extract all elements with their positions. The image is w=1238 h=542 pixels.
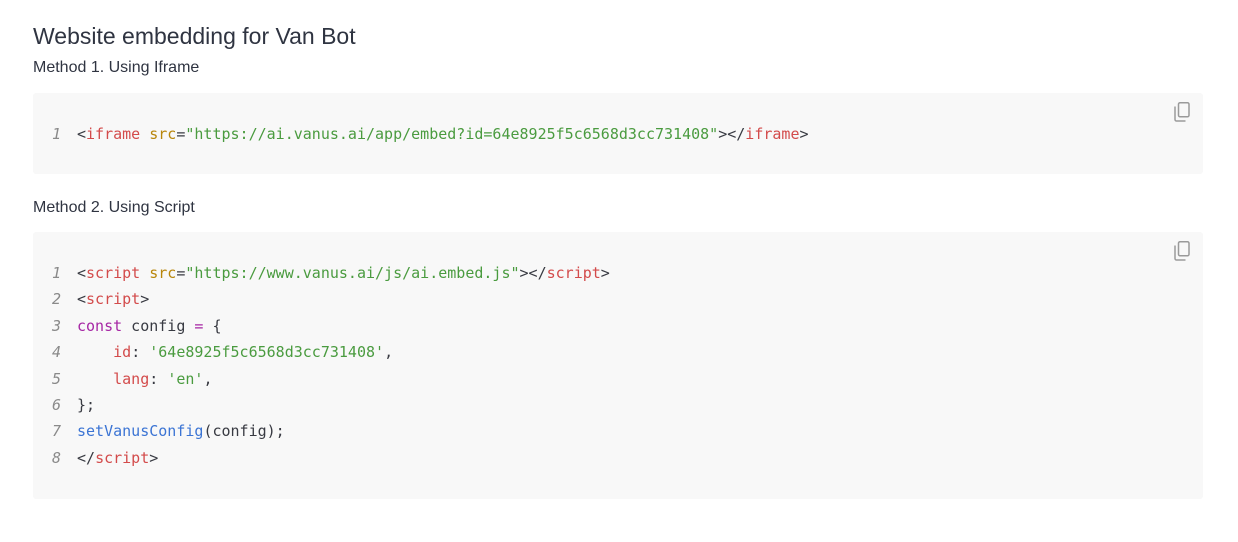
code-token: ></ [718, 125, 746, 143]
code-token: id [113, 343, 132, 362]
line-number: 2 [51, 290, 61, 309]
code-token: < [77, 264, 87, 282]
code-text: <script> [77, 286, 149, 312]
code-token: 'en' [167, 369, 204, 388]
code-token: < [77, 290, 87, 309]
code-token [140, 264, 149, 282]
code-token: setVanusConfig [77, 422, 204, 441]
code-token: , [203, 369, 213, 388]
code-text: <script src="https://www.vanus.ai/js/ai.… [77, 260, 610, 286]
code-line: 1<iframe src="https://ai.vanus.ai/app/em… [33, 121, 809, 147]
code-token: "https://ai.vanus.ai/app/embed?id=64e892… [185, 125, 719, 143]
code-token: { [203, 316, 222, 335]
code-token: script [95, 448, 150, 467]
code-token [77, 370, 113, 388]
code-text: lang: 'en', [77, 366, 212, 392]
page-title: Website embedding for Van Bot [33, 23, 356, 49]
code-text: <iframe src="https://ai.vanus.ai/app/emb… [77, 121, 809, 147]
code-token: </ [77, 448, 96, 467]
code-token: '64e8925f5c6568d3cc731408' [149, 343, 385, 362]
method-1-label: Method 1. Using Iframe [33, 59, 200, 76]
code-token: = [176, 125, 186, 143]
code-token: (config); [203, 422, 285, 441]
line-number: 1 [51, 264, 61, 282]
code-text: }; [77, 392, 95, 418]
code-token: : [131, 343, 150, 362]
copy-icon [1174, 241, 1190, 261]
copy-button-iframe[interactable] [1172, 101, 1192, 123]
code-line: 6}; [33, 392, 610, 418]
code-token: script [86, 264, 141, 282]
code-line: 3 const config = { [33, 313, 610, 339]
code-text: const config = { [77, 313, 222, 339]
code-line: 1<script src="https://www.vanus.ai/js/ai… [33, 260, 610, 286]
code-token: "https://www.vanus.ai/js/ai.embed.js" [185, 264, 520, 282]
code-line: 2 <script> [33, 286, 610, 312]
code-token [77, 343, 113, 361]
line-number: 4 [51, 343, 61, 362]
code-text: </script> [77, 445, 158, 471]
code-token: iframe [86, 125, 141, 143]
code-token: ></ [519, 264, 547, 282]
line-number: 6 [51, 395, 61, 414]
code-token: : [149, 369, 168, 388]
script-code-lines: 1<script src="https://www.vanus.ai/js/ai… [33, 260, 610, 471]
code-token: = [194, 316, 204, 335]
code-text: setVanusConfig(config); [77, 418, 285, 444]
code-text: id: '64e8925f5c6568d3cc731408', [77, 339, 393, 365]
line-number: 3 [51, 316, 61, 335]
code-token: > [600, 264, 610, 282]
script-code-block[interactable]: 1<script src="https://www.vanus.ai/js/ai… [33, 232, 1203, 499]
line-number: 1 [51, 125, 61, 143]
code-token: > [149, 448, 159, 467]
code-line: 5 lang: 'en', [33, 366, 610, 392]
code-token [140, 125, 149, 143]
code-token: src [149, 264, 177, 282]
code-token: script [86, 290, 141, 309]
code-token: lang [113, 369, 150, 388]
method-2-label: Method 2. Using Script [33, 199, 195, 216]
line-number: 7 [51, 422, 61, 441]
code-token: > [799, 125, 809, 143]
iframe-code-block[interactable]: 1<iframe src="https://ai.vanus.ai/app/em… [33, 93, 1203, 174]
code-token: const [77, 316, 123, 335]
code-token: }; [77, 395, 96, 414]
code-line: 4 id: '64e8925f5c6568d3cc731408', [33, 339, 610, 365]
code-line: 8 </script> [33, 445, 610, 471]
copy-button-script[interactable] [1172, 240, 1192, 262]
iframe-code-lines: 1<iframe src="https://ai.vanus.ai/app/em… [33, 121, 809, 147]
code-line: 7 setVanusConfig(config); [33, 418, 610, 444]
line-number: 8 [51, 448, 61, 467]
code-token: , [384, 343, 394, 362]
code-token: iframe [745, 125, 800, 143]
code-token: > [140, 290, 150, 309]
code-token: config [122, 316, 195, 335]
code-token: src [149, 125, 177, 143]
code-token: < [77, 125, 87, 143]
line-number: 5 [51, 369, 61, 388]
copy-icon [1174, 102, 1190, 122]
code-token: = [176, 264, 186, 282]
code-token: script [546, 264, 601, 282]
